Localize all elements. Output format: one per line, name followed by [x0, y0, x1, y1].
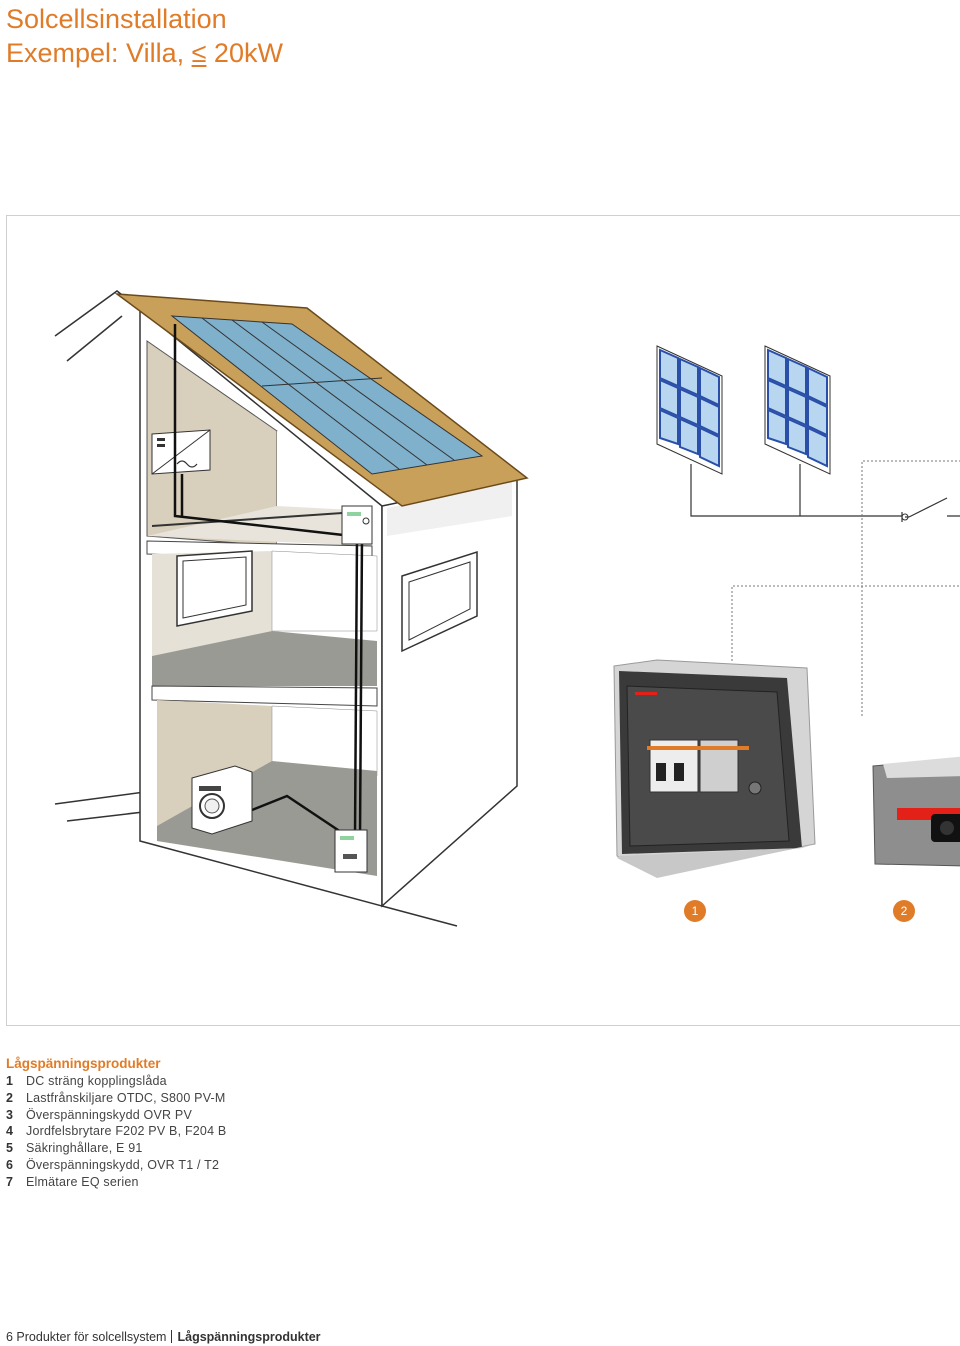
legend-number: 3 — [6, 1107, 26, 1124]
legend-number: 4 — [6, 1123, 26, 1140]
page-footer: 6 Produkter för solcellsystem Lågspänning… — [6, 1330, 321, 1344]
junction-box-enclosure — [614, 660, 815, 878]
footer-section: Lågspänningsprodukter — [177, 1330, 320, 1344]
legend-label: Elmätare EQ serien — [26, 1175, 139, 1189]
legend-label: Jordfelsbrytare F202 PV B, F204 B — [26, 1124, 226, 1138]
washing-machine-icon — [192, 766, 252, 834]
page-title: Solcellsinstallation Exempel: Villa, ≤ 2… — [6, 2, 283, 70]
footer-page-text: 6 Produkter för solcellsystem — [6, 1330, 166, 1344]
legend-number: 7 — [6, 1174, 26, 1191]
meter-icon — [335, 830, 367, 872]
legend-heading: Lågspänningsprodukter — [6, 1055, 226, 1072]
legend-number: 1 — [6, 1073, 26, 1090]
title-line-1: Solcellsinstallation — [6, 2, 283, 36]
legend-number: 6 — [6, 1157, 26, 1174]
house-illustration — [7, 216, 960, 1026]
title-line-2-prefix: Exempel: Villa, — [6, 38, 192, 68]
title-line-2: Exempel: Villa, ≤ 20kW — [6, 36, 283, 70]
badge-1: 1 — [684, 900, 706, 922]
solar-panel-icon — [657, 346, 830, 474]
load-switch-icon — [873, 756, 960, 866]
legend-number: 5 — [6, 1140, 26, 1157]
inverter-icon — [152, 430, 210, 474]
junction-box-icon — [342, 506, 372, 544]
legend-label: DC sträng kopplingslåda — [26, 1074, 167, 1088]
legend-number: 2 — [6, 1090, 26, 1107]
footer-divider — [171, 1330, 172, 1343]
less-or-equal-symbol: ≤ — [192, 38, 207, 68]
legend-label: Säkringhållare, E 91 — [26, 1141, 143, 1155]
installation-figure: 1 2 — [6, 215, 960, 1026]
title-line-2-suffix: 20kW — [206, 38, 283, 68]
legend-label: Överspänningskydd, OVR T1 / T2 — [26, 1158, 219, 1172]
legend-label: Lastfrånskiljare OTDC, S800 PV-M — [26, 1091, 226, 1105]
legend-label: Överspänningskydd OVR PV — [26, 1108, 192, 1122]
badge-2: 2 — [893, 900, 915, 922]
